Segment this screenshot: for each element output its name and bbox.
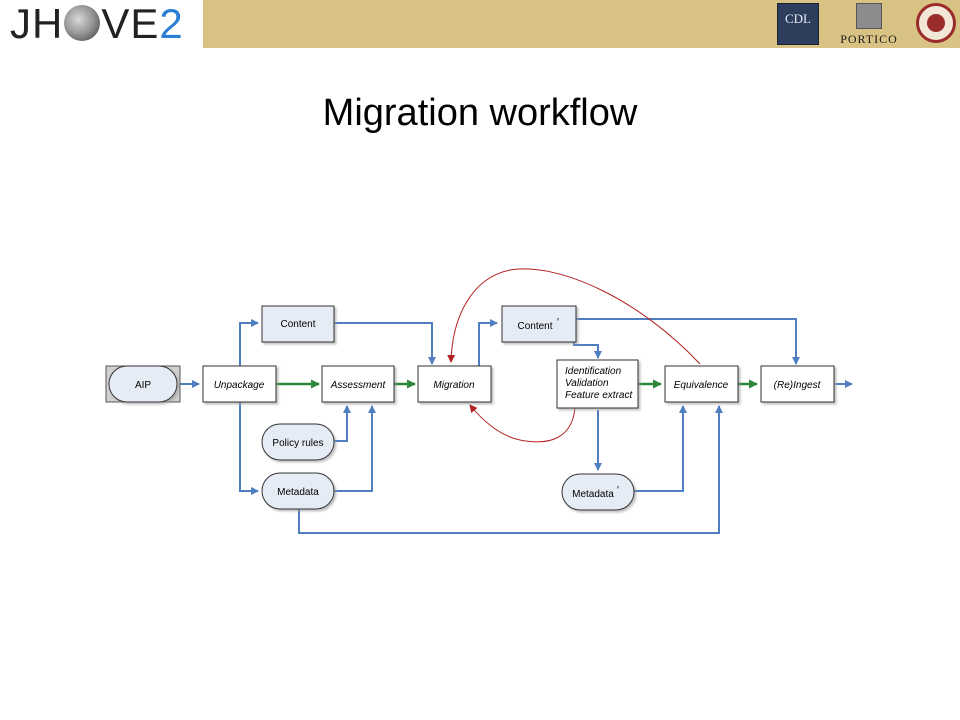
node-unpackage-label: Unpackage [214,380,265,391]
node-metadata-label: Metadata [277,487,319,498]
node-policy-rules: Policy rules [261,423,335,461]
red-feedback-loops [447,268,701,443]
node-content-prime: Content ′ [501,305,577,343]
portico-logo: PORTICO [833,3,905,46]
edge-contentprime-identification [573,333,602,359]
edge-unpackage-content [239,319,259,366]
node-reingest-label: (Re)Ingest [774,380,822,391]
node-aip-label: AIP [135,380,151,391]
node-reingest: (Re)Ingest [760,365,835,403]
blue-connectors [239,318,853,534]
node-content-label: Content [280,319,315,330]
node-metadata-prime-mark: ′ [617,485,619,496]
edge-policy-assessment [334,405,351,442]
loop-identification-migration [469,404,576,443]
node-equivalence: Equivalence [664,365,739,403]
node-content-prime-label: Content [517,321,552,332]
planet-icon [64,5,101,41]
node-aip: AIP [105,365,181,403]
node-content-prime-mark: ′ [557,317,559,328]
logo-prefix: JH [10,0,64,47]
header-bar: JH VE2 CDL PORTICO [0,0,960,48]
node-equivalence-label: Equivalence [674,380,729,391]
node-metadata: Metadata [261,472,335,510]
loop-equivalence-migration [447,268,701,365]
node-metadata-prime: Metadata ′ [561,473,635,511]
edge-content-migration [334,322,436,365]
edge-migration-contentprime [478,319,498,366]
cdl-logo: CDL [777,3,819,45]
edge-unpackage-metadata [239,402,259,495]
node-unpackage: Unpackage [202,365,277,403]
cdl-logo-text: CDL [785,11,811,26]
university-seal-icon [916,3,956,43]
node-assessment-label: Assessment [330,380,387,391]
node-migration: Migration [417,365,492,403]
logo-number: 2 [159,0,184,47]
node-metadata-prime-label: Metadata [572,489,614,500]
edge-contentprime-reingest [576,318,800,365]
edge-metadata-assessment [334,405,376,492]
node-policy-rules-label: Policy rules [272,438,323,449]
slide-title: Migration workflow [322,92,638,134]
node-content: Content [261,305,335,343]
node-assessment: Assessment [321,365,395,403]
portico-mark-icon [856,3,882,29]
node-identification: Identification Validation Feature extrac… [556,359,639,409]
node-migration-label: Migration [433,380,475,391]
jhove2-logo: JH VE2 [0,0,203,48]
edge-metadata-equivalence [298,405,723,534]
node-identification-line3: Feature extract [565,390,633,401]
seal-center [927,14,945,32]
edge-metadataprime-equivalence [634,405,687,492]
node-identification-line1: Identification [565,366,622,377]
portico-logo-text: PORTICO [840,32,898,46]
logo-suffix: VE [101,0,160,47]
node-identification-line2: Validation [565,378,609,389]
jhove2-logo-text: JH VE2 [10,2,184,46]
